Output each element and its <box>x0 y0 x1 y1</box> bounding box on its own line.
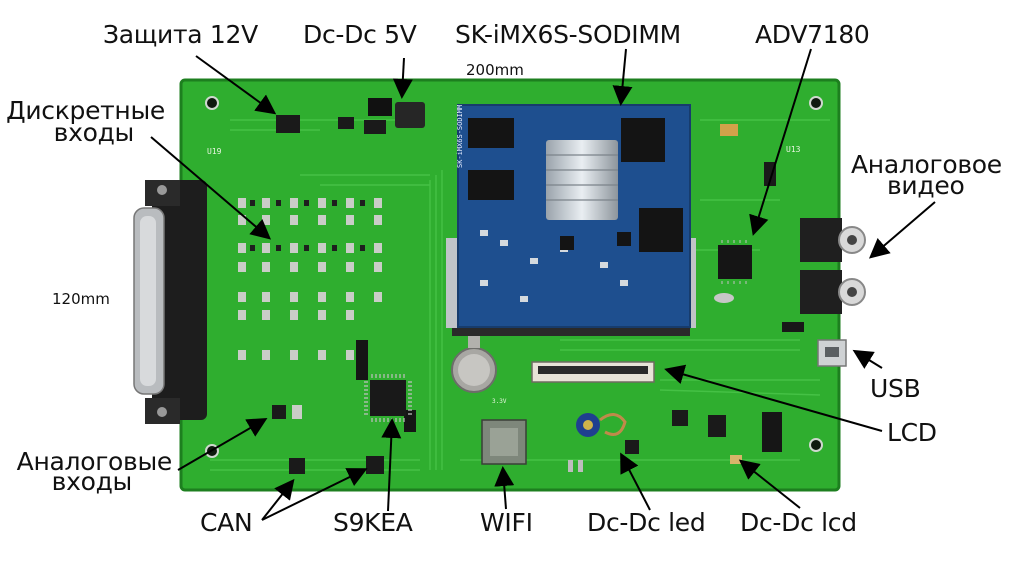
label-module: SK-iMX6S-SODIMM <box>455 20 681 49</box>
silk-batt: 3.3V <box>492 398 507 405</box>
label-analog-video-line1: Аналоговое <box>851 150 1002 179</box>
protection-ic <box>276 115 300 133</box>
label-protection-12v: Защита 12V <box>103 20 258 49</box>
som-module <box>446 104 696 336</box>
dcdc-lcd-parts <box>672 410 782 464</box>
dimension-width: 200mm <box>466 61 524 79</box>
battery <box>451 336 497 393</box>
annotation-arrows <box>150 48 936 521</box>
silk-u13: U13 <box>786 145 801 154</box>
label-analog-inputs-line2: входы <box>51 467 133 496</box>
label-analog-inputs-line1: Аналоговые <box>16 447 173 476</box>
label-discrete-line2: входы <box>53 118 135 147</box>
label-s9kea: S9KEA <box>333 508 413 537</box>
label-usb: USB <box>870 374 921 403</box>
wifi-module <box>481 419 527 465</box>
can-chip-1 <box>289 458 305 474</box>
som-silk-text: SK-iMX6S-SODIMM <box>456 105 464 168</box>
label-dcdc-lcd: Dc-Dc lcd <box>740 508 857 537</box>
label-adv7180: ADV7180 <box>755 20 870 49</box>
dcdc5v-parts <box>364 98 425 134</box>
can-chip-2 <box>366 456 384 474</box>
label-lcd: LCD <box>887 418 937 447</box>
label-analog-video-line2: видео <box>887 171 965 200</box>
db-connector <box>133 180 207 424</box>
rca-connectors <box>800 218 866 314</box>
label-dcdc-led: Dc-Dc led <box>587 508 706 537</box>
mcu-s9kea <box>364 374 412 422</box>
adv7180-chip <box>718 245 752 279</box>
label-can: CAN <box>200 508 253 537</box>
label-dcdc-5v: Dc-Dc 5V <box>303 20 417 49</box>
dcdc-led-parts <box>568 413 639 472</box>
pcb-traces <box>210 119 830 471</box>
label-discrete-line1: Дискретные <box>6 96 165 125</box>
silk-u19: U19 <box>207 147 222 156</box>
label-wifi: WIFI <box>480 508 533 537</box>
dimension-height: 120mm <box>52 290 110 308</box>
